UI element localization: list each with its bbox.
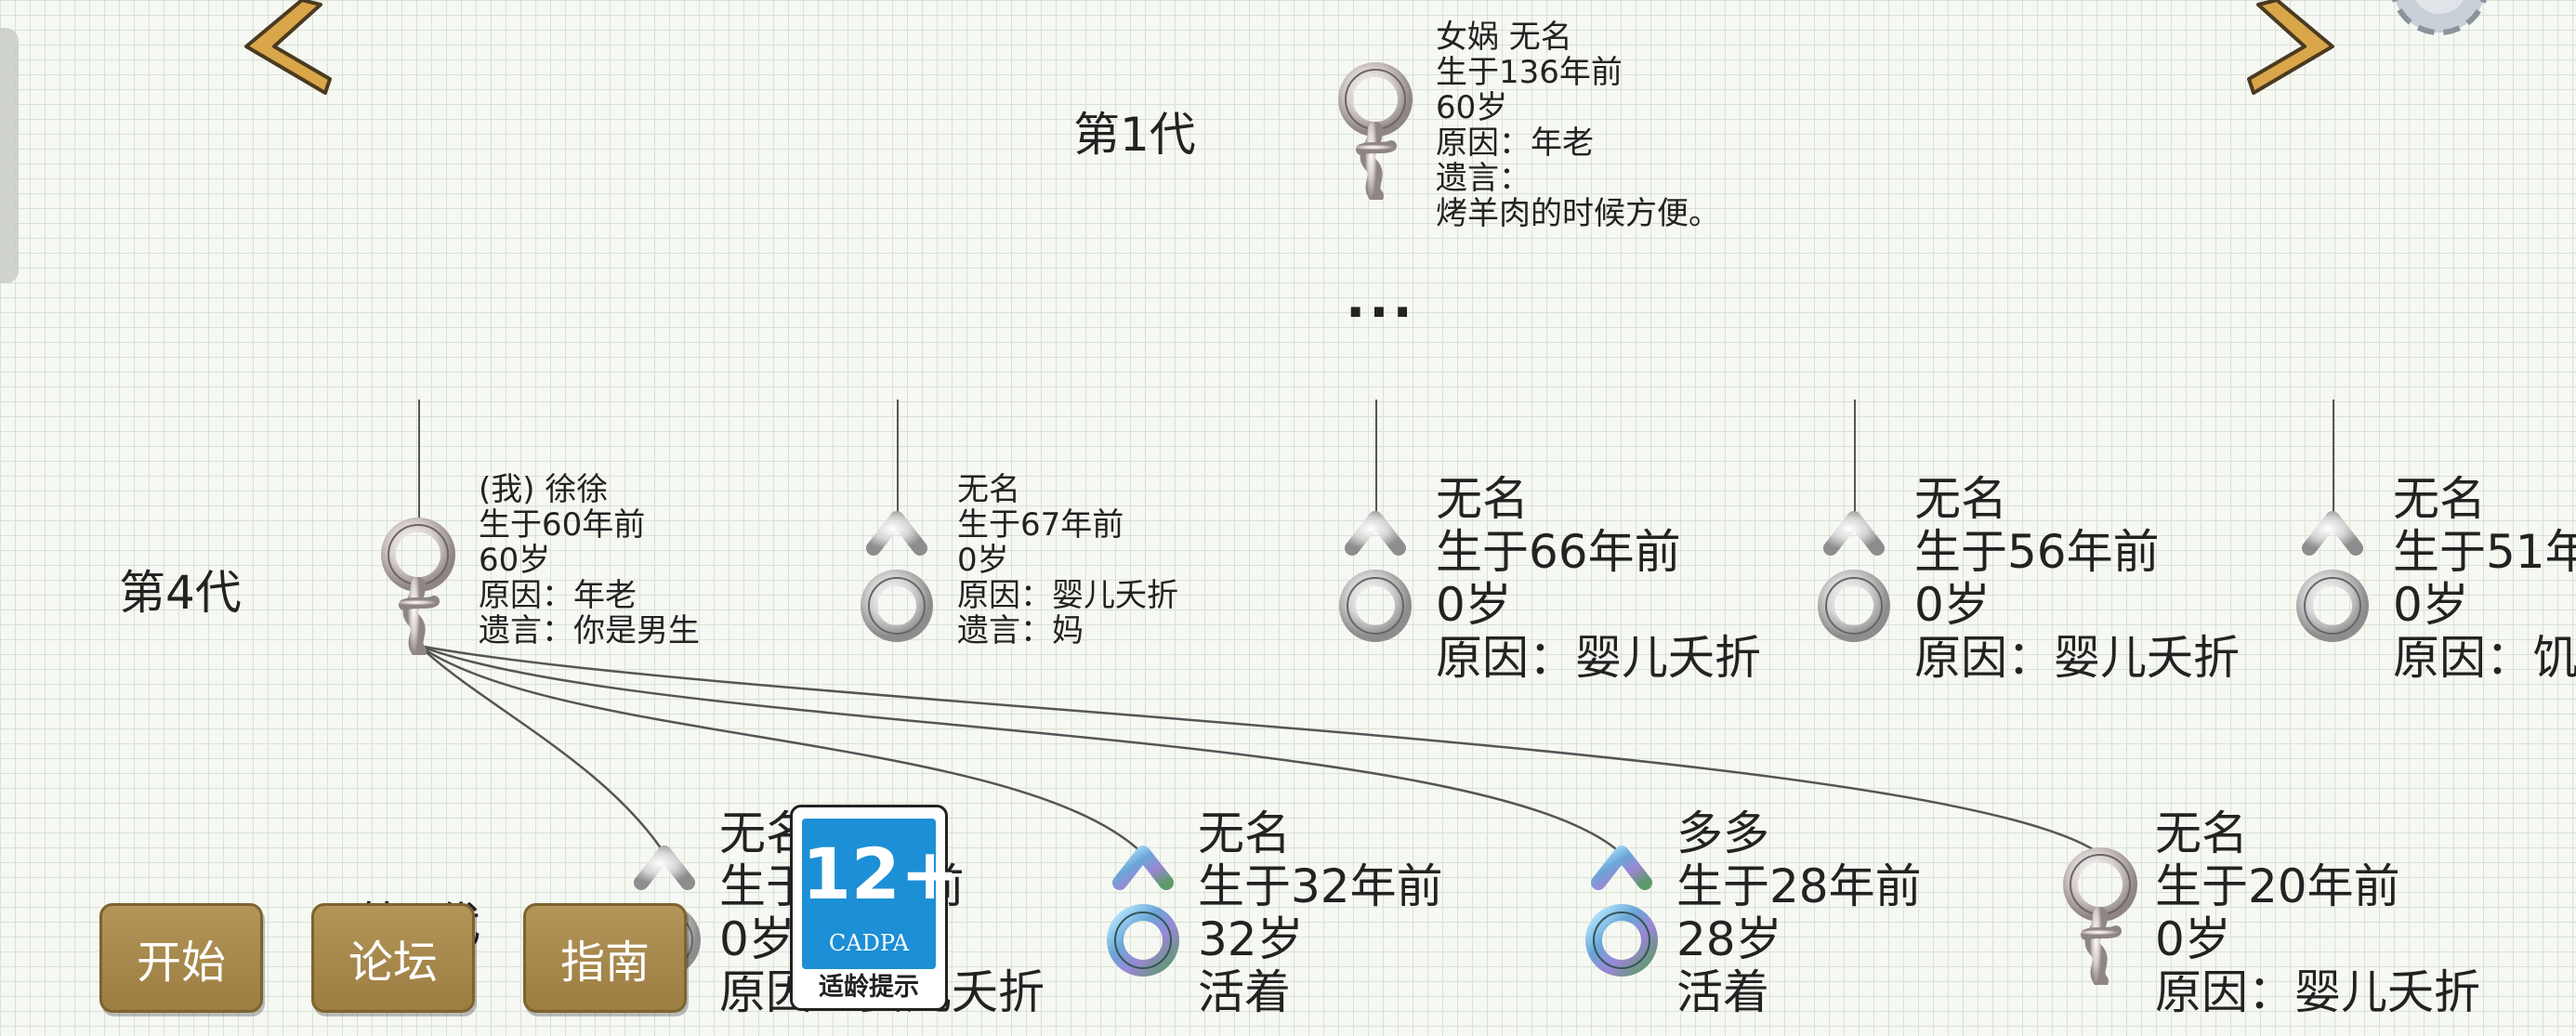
person-name: 多多	[1676, 807, 1769, 860]
forum-button[interactable]: 论坛	[311, 903, 475, 1013]
age-rating-org: CADPA	[828, 930, 910, 956]
ancestor-name: 女娲 无名	[1436, 19, 1572, 56]
person-name: 无名	[2393, 472, 2486, 526]
person-name: (我) 徐徐	[479, 471, 609, 508]
child-connector	[418, 644, 1145, 856]
child-connector	[418, 645, 667, 856]
mars-icon	[1818, 511, 1890, 642]
person-status: 活着	[1676, 965, 1769, 1019]
side-drawer-tab[interactable]	[0, 28, 19, 283]
mars-icon	[861, 511, 933, 642]
person-cause: 原因：婴儿夭折	[1436, 631, 1761, 685]
mars-icon	[1107, 846, 1179, 977]
person-born: 生于60年前	[479, 506, 646, 544]
ancestor-cause: 原因：年老	[1436, 125, 1594, 162]
person-born: 生于67年前	[957, 506, 1124, 544]
person-cause: 原因：年老	[479, 577, 637, 614]
generation-label-4: 第4代	[119, 566, 242, 620]
venus-icon	[2063, 847, 2137, 985]
person-age: 60岁	[479, 542, 551, 579]
mars-icon	[1585, 846, 1658, 977]
ancestor-will-text: 烤羊肉的时候方便。	[1436, 195, 1720, 232]
person-cause: 原因：婴儿夭折	[2155, 965, 2480, 1019]
person-name: 无名	[1198, 807, 1291, 860]
person-name: 无名	[1436, 472, 1529, 526]
chevron-right-icon[interactable]	[2240, 0, 2342, 107]
person-will: 遗言：你是男生	[479, 612, 700, 649]
chevron-left-icon[interactable]	[237, 0, 339, 107]
ancestor-will-label: 遗言：	[1436, 160, 1531, 197]
ancestor-age: 60岁	[1436, 89, 1508, 126]
person-age: 0岁	[2393, 578, 2469, 632]
person-born: 生于66年前	[1436, 525, 1681, 579]
venus-icon	[381, 518, 455, 655]
person-name: 无名	[1914, 472, 2007, 526]
person-born: 生于51年	[2393, 525, 2576, 579]
person-cause: 原因：婴儿夭折	[1914, 631, 2240, 685]
mars-icon	[1339, 511, 1412, 642]
age-rating-tip: 适龄提示	[819, 973, 919, 1002]
person-name: 无名	[2155, 807, 2248, 860]
child-connector	[418, 644, 1623, 856]
person-cause: 原因：婴儿夭折	[957, 577, 1178, 614]
person-born: 生于56年前	[1914, 525, 2160, 579]
person-status: 活着	[1198, 965, 1291, 1019]
mars-icon	[2296, 511, 2369, 642]
age-rating-panel: 12+ CADPA	[802, 819, 960, 969]
person-born: 生于20年前	[2155, 859, 2400, 913]
person-age: 0岁	[719, 912, 795, 966]
guide-button[interactable]: 指南	[523, 903, 687, 1013]
start-button[interactable]: 开始	[99, 903, 263, 1013]
person-name: 无名	[957, 471, 1020, 508]
age-rating-value: 12+	[802, 833, 960, 915]
generation-ellipsis: ...	[1346, 269, 1416, 330]
person-age: 0岁	[1914, 578, 1991, 632]
person-age: 28岁	[1676, 912, 1782, 966]
person-age: 32岁	[1198, 912, 1304, 966]
person-will: 遗言：妈	[957, 612, 1084, 649]
generation-label-1: 第1代	[1073, 108, 1196, 162]
person-born: 生于32年前	[1198, 859, 1443, 913]
person-cause: 原因：饥	[2393, 631, 2576, 685]
venus-icon	[1338, 62, 1413, 200]
person-age: 0岁	[1436, 578, 1512, 632]
ancestor-born: 生于136年前	[1436, 54, 1623, 91]
person-age: 0岁	[957, 542, 1009, 579]
person-born: 生于28年前	[1676, 859, 1922, 913]
age-rating-badge: 12+ CADPA 适龄提示	[790, 805, 960, 1011]
gear-icon[interactable]	[2374, 0, 2504, 46]
person-age: 0岁	[2155, 912, 2231, 966]
child-connector	[418, 644, 2102, 857]
